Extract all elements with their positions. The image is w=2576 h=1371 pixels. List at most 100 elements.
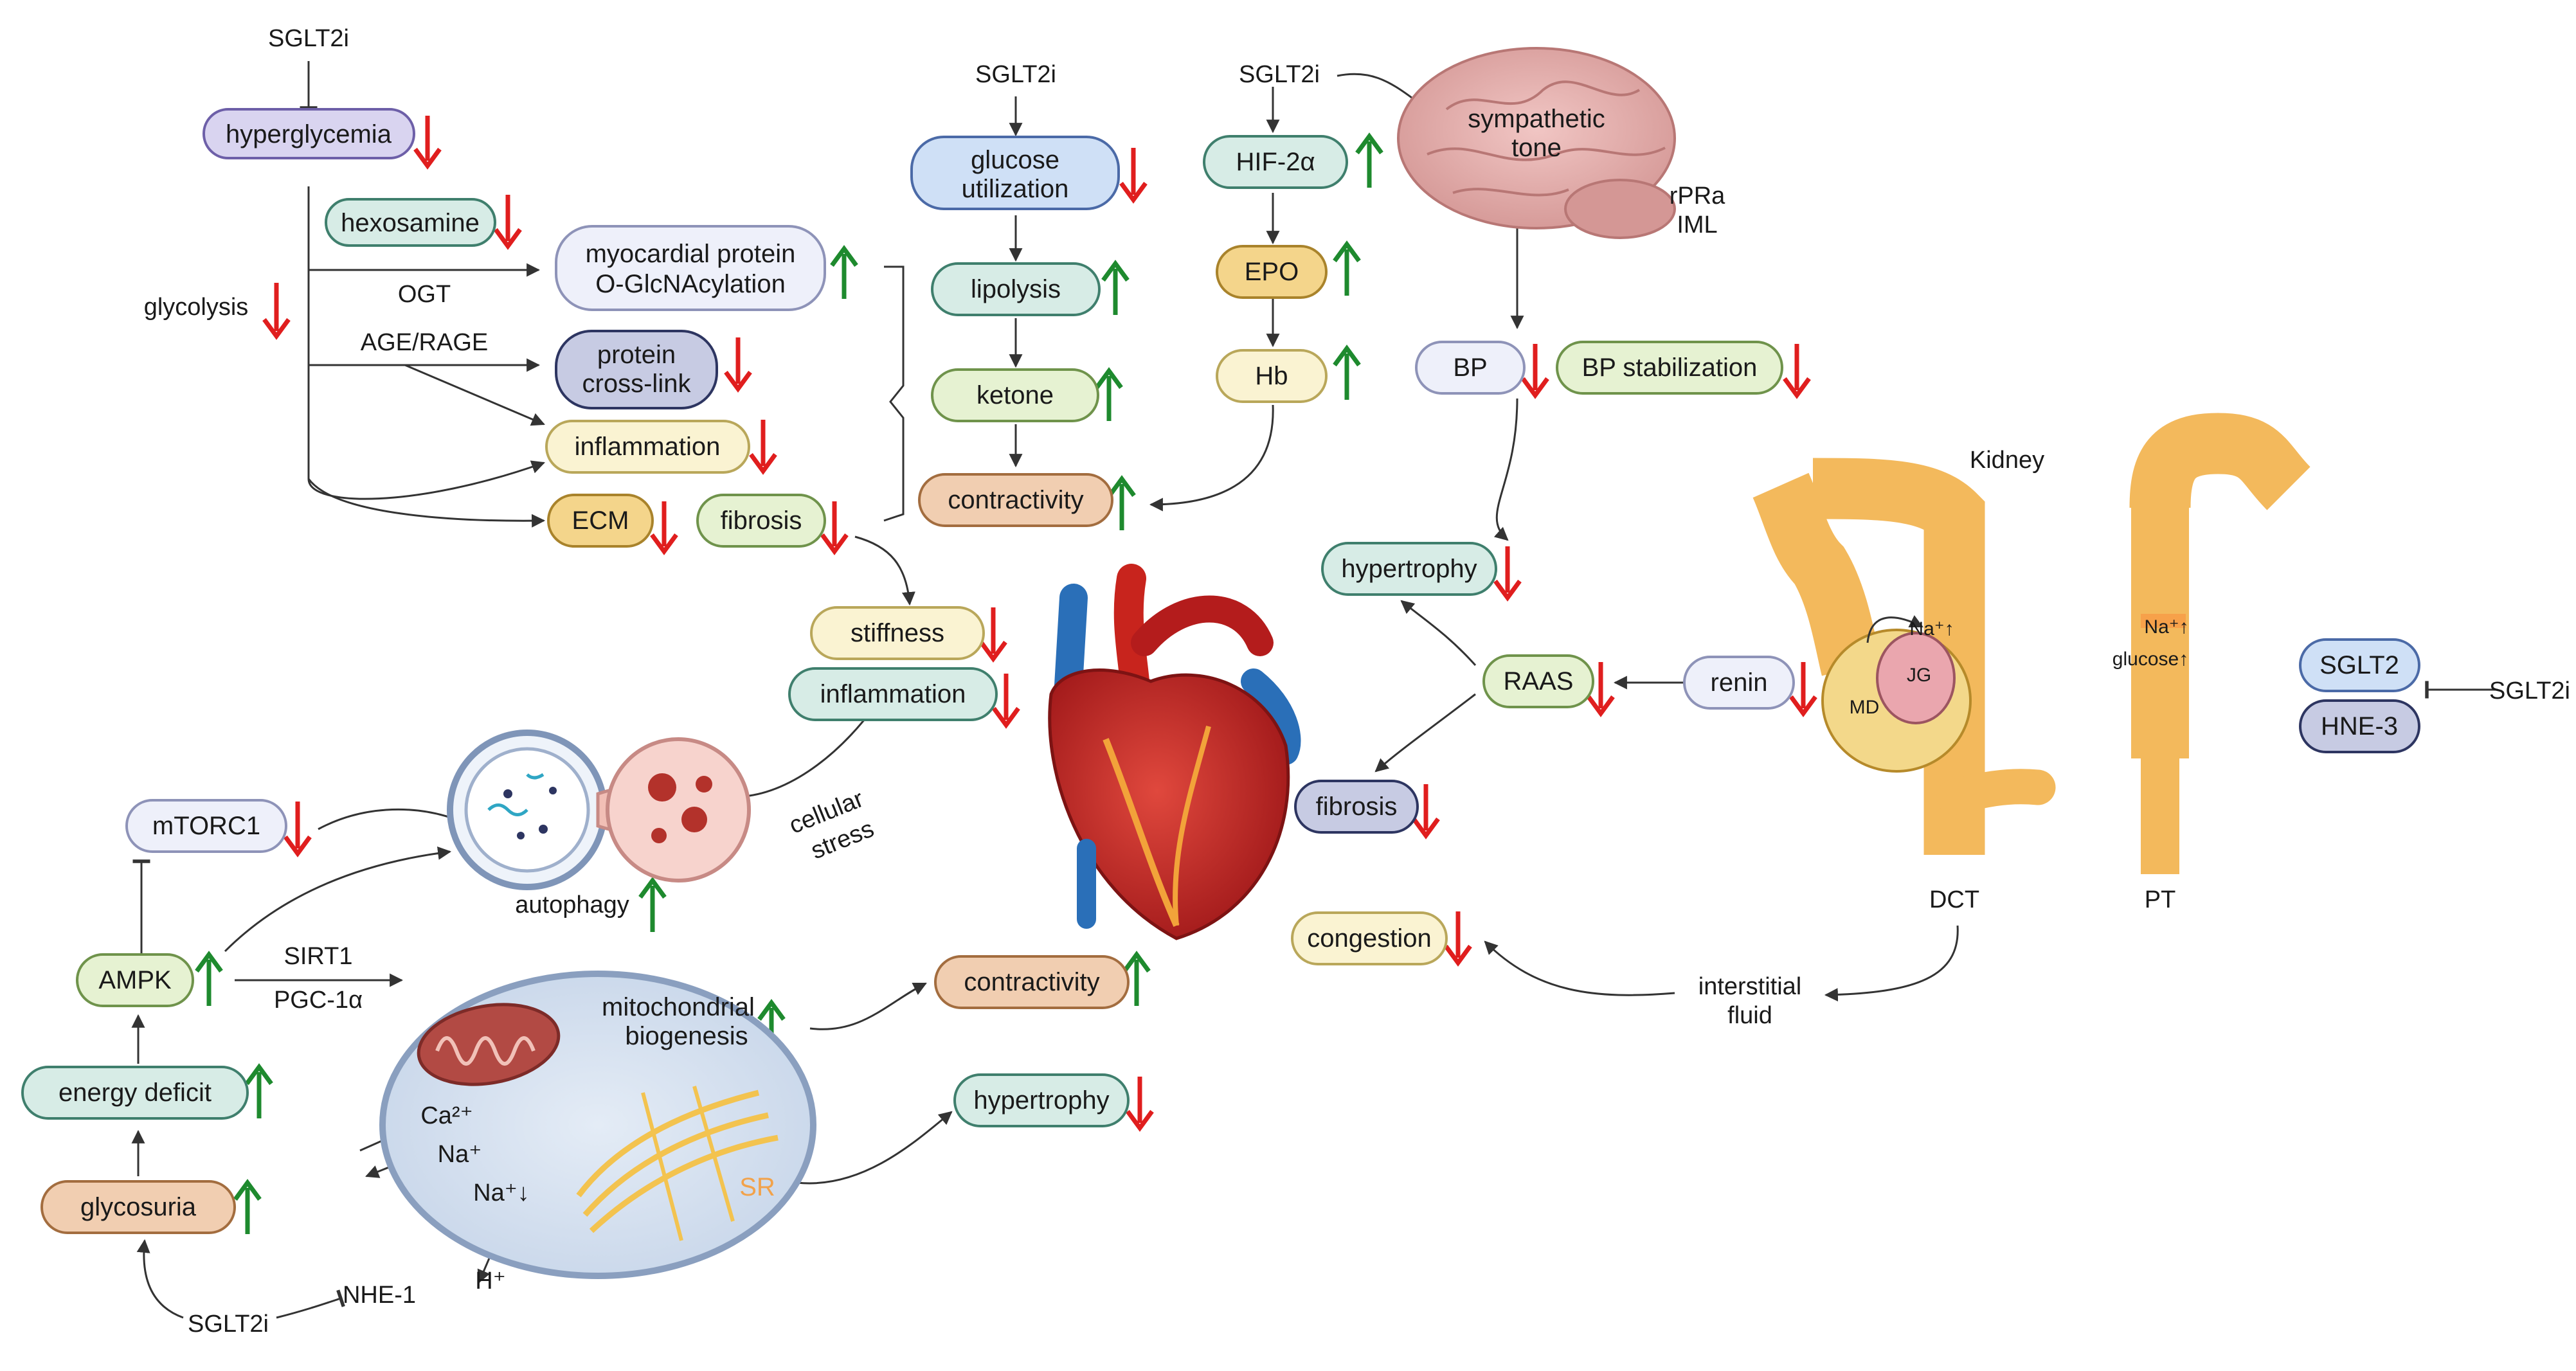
pgc1a-label: PGC-1α bbox=[274, 987, 363, 1014]
na-label: Na⁺↑ bbox=[1909, 618, 1954, 640]
heart-illustration bbox=[1048, 564, 1301, 940]
pt-label: PT bbox=[2145, 886, 2176, 913]
down-arrow-icon bbox=[992, 674, 1020, 729]
cardiomyocyte-cell bbox=[379, 971, 816, 1279]
raas-node: RAAS bbox=[1504, 667, 1574, 695]
fibrosis-node: fibrosis bbox=[1316, 793, 1398, 821]
sglt2-node: SGLT2 bbox=[2319, 651, 2399, 679]
autophagy-label: autophagy bbox=[515, 892, 629, 918]
sglt2i-label: SGLT2i bbox=[268, 25, 349, 52]
node-boxes bbox=[21, 108, 2420, 1234]
inflammation-node: inflammation bbox=[820, 680, 966, 708]
myocardial-protein-node: myocardial protein bbox=[586, 240, 796, 268]
bp-stabilization-node: BP stabilization bbox=[1582, 354, 1758, 382]
up-arrow-icon bbox=[245, 1063, 273, 1118]
hypertrophy-node: hypertrophy bbox=[1341, 555, 1477, 583]
jg-label: JG bbox=[1907, 665, 1931, 686]
glucose-utilization-node: glucose bbox=[971, 146, 1059, 174]
hyperglycemia-node: hyperglycemia bbox=[226, 120, 392, 148]
inflammation-node: inflammation bbox=[575, 433, 721, 461]
down-arrow-icon bbox=[1119, 148, 1148, 204]
sglt2i-label: SGLT2i bbox=[188, 1311, 269, 1338]
ion-label: H⁺ bbox=[475, 1268, 506, 1295]
sglt2i-label: SGLT2i bbox=[975, 61, 1056, 88]
down-arrow-icon bbox=[650, 501, 678, 555]
ion-label: Ca²⁺ bbox=[420, 1102, 473, 1129]
stiffness-node: stiffness bbox=[851, 619, 944, 647]
down-arrow-icon bbox=[284, 802, 312, 857]
text-labels: SGLT2i hyperglycemia hexosamine myocardi… bbox=[59, 25, 2570, 1338]
protein-crosslink-node: protein bbox=[597, 341, 676, 369]
up-arrow-icon bbox=[638, 877, 667, 932]
contractivity-node: contractivity bbox=[948, 486, 1083, 514]
sr-icon bbox=[576, 1086, 779, 1241]
up-arrow-icon bbox=[1355, 132, 1383, 188]
kidney-label: Kidney bbox=[1970, 447, 2044, 474]
congestion-node: congestion bbox=[1307, 924, 1431, 953]
glucose-utilization-node: utilization bbox=[962, 175, 1069, 203]
myocardial-protein-node: O-GlcNAcylation bbox=[595, 270, 786, 298]
up-arrow-icon bbox=[1101, 260, 1130, 315]
hne3-node: HNE-3 bbox=[2321, 712, 2398, 740]
sympathetic-tone-label: tone bbox=[1511, 134, 1562, 162]
rpra-label: rPRa bbox=[1670, 183, 1725, 210]
down-arrow-icon bbox=[1493, 546, 1522, 602]
autophagy-illustration bbox=[447, 730, 751, 890]
renin-node: renin bbox=[1711, 668, 1768, 697]
lipolysis-node: lipolysis bbox=[971, 275, 1061, 303]
iml-label: IML bbox=[1677, 211, 1717, 238]
down-arrow-icon bbox=[724, 337, 752, 393]
down-arrow-icon bbox=[979, 607, 1007, 663]
up-arrow-icon bbox=[233, 1179, 262, 1234]
hif2a-node: HIF-2α bbox=[1236, 148, 1315, 176]
up-arrow-icon bbox=[830, 245, 858, 299]
hexosamine-node: hexosamine bbox=[341, 209, 480, 237]
interstitial-fluid-label: interstitial bbox=[1698, 973, 1802, 1000]
ketone-node: ketone bbox=[977, 381, 1054, 409]
ion-label: Na⁺↓ bbox=[473, 1179, 530, 1206]
up-arrow-icon bbox=[1095, 367, 1123, 421]
down-arrow-icon bbox=[494, 195, 522, 250]
glucose-label: glucose↑ bbox=[2112, 649, 2188, 670]
ion-label: Na⁺ bbox=[438, 1141, 482, 1168]
na-label: Na⁺↑ bbox=[2144, 616, 2188, 638]
brain-illustration: sympathetic tone bbox=[1397, 47, 1676, 239]
down-arrow-icon bbox=[1587, 662, 1615, 717]
kidney-tubules-illustration bbox=[1752, 413, 2311, 874]
interstitial-fluid-label: fluid bbox=[1727, 1002, 1772, 1029]
down-arrow-icon bbox=[749, 420, 777, 475]
up-arrow-icon bbox=[1333, 240, 1361, 296]
down-arrow-icon bbox=[413, 116, 442, 170]
sympathetic-tone-label: sympathetic bbox=[1468, 105, 1605, 133]
mitochondrial-biogenesis-label: mitochondrial bbox=[602, 993, 755, 1021]
sglt2i-label: SGLT2i bbox=[1239, 61, 1320, 88]
fibrosis-node: fibrosis bbox=[721, 506, 802, 535]
mitochondrial-biogenesis-label: biogenesis bbox=[625, 1022, 748, 1050]
down-arrow-icon bbox=[1521, 344, 1549, 399]
down-arrow-icon bbox=[820, 501, 849, 555]
contractivity-node: contractivity bbox=[964, 968, 1099, 996]
hypertrophy-node: hypertrophy bbox=[973, 1086, 1109, 1115]
sirt1-label: SIRT1 bbox=[284, 943, 352, 970]
ecm-node: ECM bbox=[572, 506, 629, 535]
up-arrow-icon bbox=[1333, 345, 1361, 400]
age-rage-label: AGE/RAGE bbox=[361, 329, 489, 356]
sglt2i-label: SGLT2i bbox=[2489, 677, 2570, 704]
mtorc1-node: mTORC1 bbox=[152, 812, 260, 840]
up-arrow-icon bbox=[1122, 951, 1151, 1006]
up-arrow-icon bbox=[195, 951, 223, 1006]
down-arrow-icon bbox=[1789, 662, 1817, 717]
protein-crosslink-node: cross-link bbox=[582, 370, 692, 398]
hb-node: Hb bbox=[1255, 362, 1288, 390]
down-arrow-icon bbox=[1126, 1077, 1154, 1132]
down-arrow-icon bbox=[1412, 784, 1440, 839]
epo-node: EPO bbox=[1245, 258, 1299, 286]
glycosuria-node: glycosuria bbox=[80, 1193, 197, 1221]
ogt-label: OGT bbox=[398, 281, 451, 308]
sr-label: SR bbox=[739, 1173, 775, 1201]
ampk-node: AMPK bbox=[98, 966, 172, 994]
down-arrow-icon bbox=[262, 283, 291, 340]
down-arrow-icon bbox=[1444, 911, 1472, 967]
down-arrow-icon bbox=[1783, 344, 1811, 399]
